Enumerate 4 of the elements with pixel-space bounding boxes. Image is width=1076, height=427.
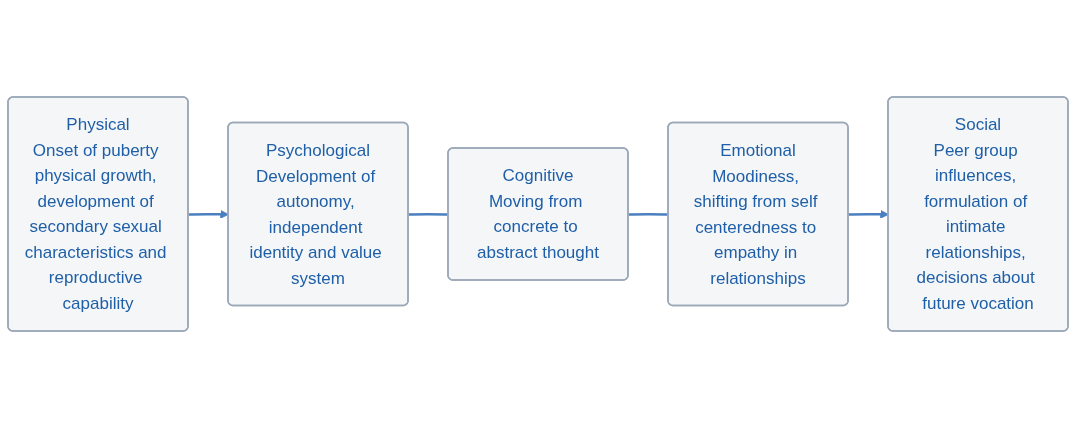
arrow <box>848 209 889 219</box>
arrow <box>188 209 229 219</box>
connector <box>628 212 669 216</box>
connector <box>408 212 449 216</box>
